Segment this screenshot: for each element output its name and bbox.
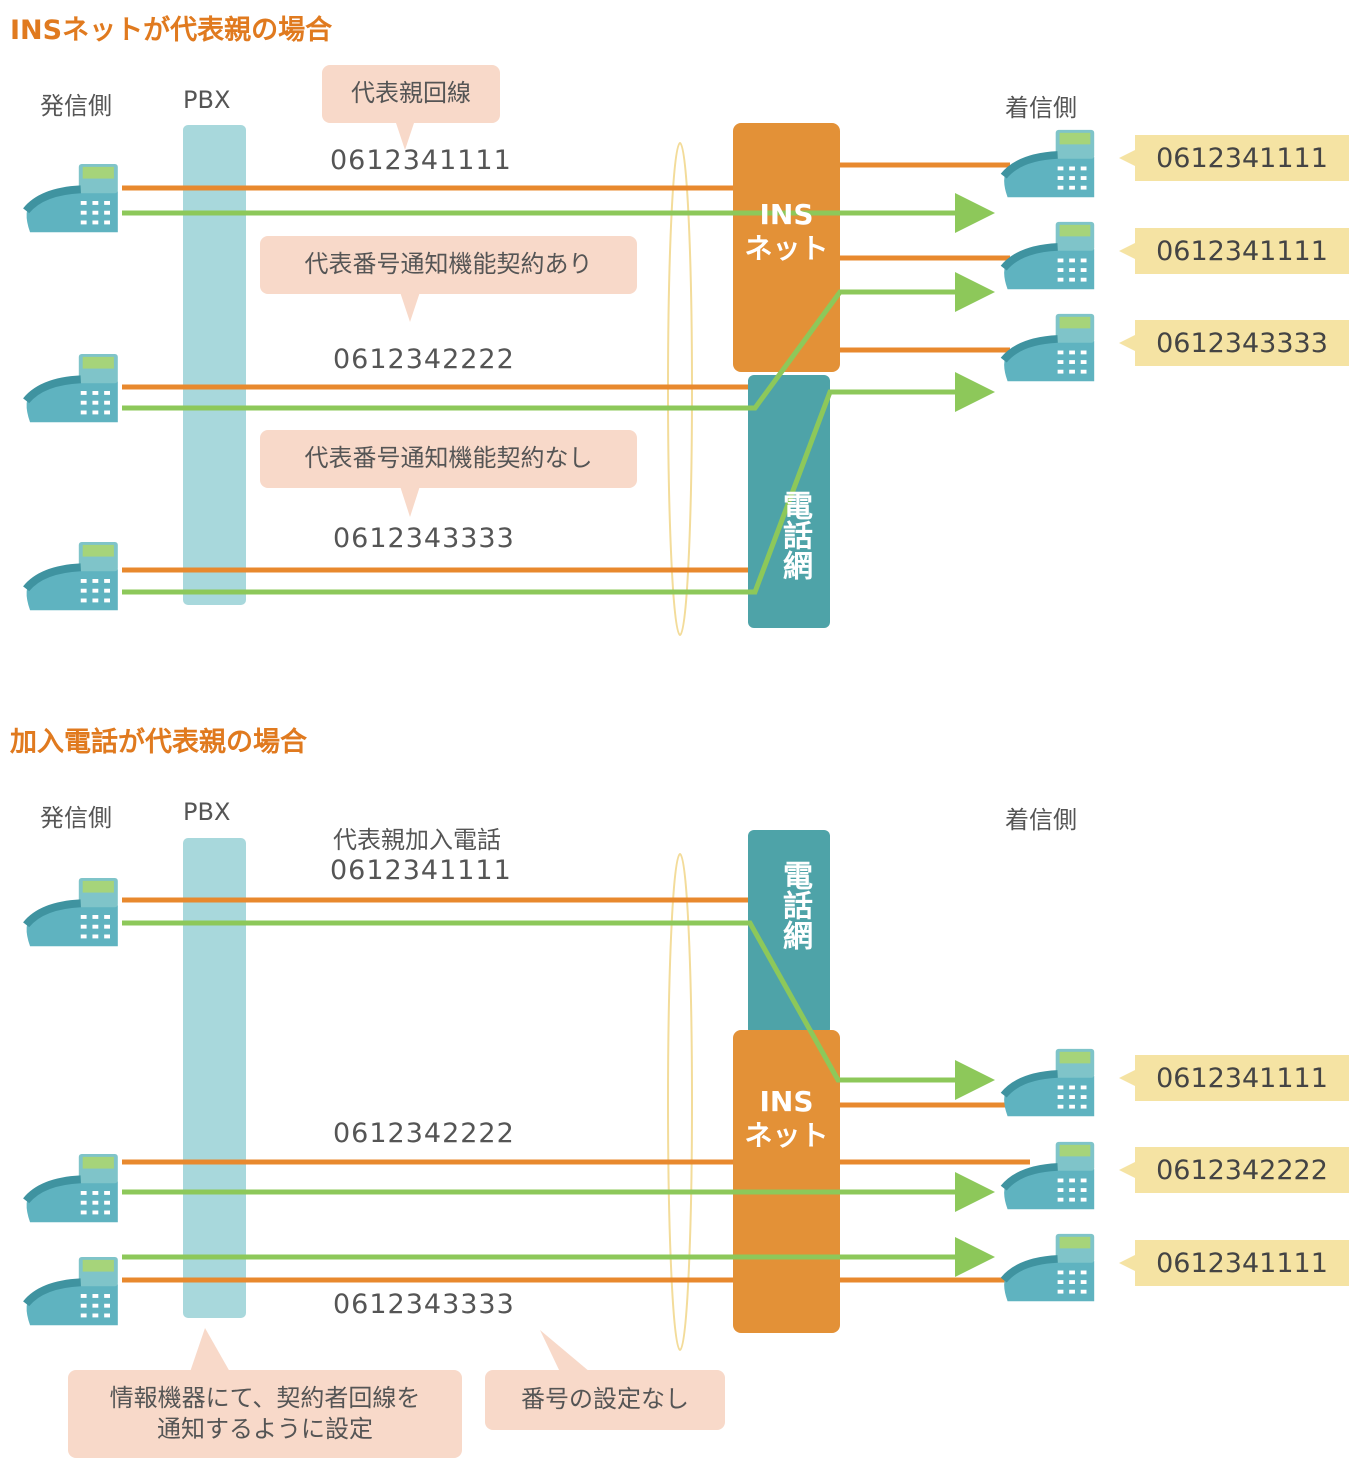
- line-number: 0612341111: [330, 855, 512, 886]
- ins-label: INS: [759, 1085, 814, 1118]
- callout-with-contract: 代表番号通知機能契約あり: [260, 236, 637, 294]
- line-number: 0612342222: [333, 344, 515, 375]
- ins-net-box: [733, 1030, 840, 1333]
- received-number-tag: 0612341111: [1119, 1240, 1349, 1286]
- pbx-bar: [183, 125, 246, 605]
- phone-icon: [26, 542, 118, 610]
- phone-icon: [26, 878, 118, 946]
- receiver-label: 着信側: [1005, 806, 1077, 834]
- received-number-tag: 0612341111: [1119, 135, 1349, 181]
- phone-icon: [1004, 1234, 1094, 1301]
- phone-network-label: 電話網: [777, 860, 812, 950]
- received-number-tag: 0612343333: [1119, 320, 1349, 366]
- line-number: 0612342222: [333, 1118, 515, 1149]
- phone-icon: [1004, 130, 1094, 197]
- phone-icon: [26, 354, 118, 422]
- received-number-tag: 0612341111: [1119, 1055, 1349, 1101]
- receiver-label: 着信側: [1005, 94, 1077, 122]
- phone-icon: [26, 1154, 118, 1222]
- phone-icon: [1004, 1142, 1094, 1209]
- received-number-tag: 0612341111: [1119, 228, 1349, 274]
- phone-icon: [1004, 314, 1094, 381]
- trunk-bundle-ellipse: [667, 853, 693, 1351]
- pbx-label: PBX: [183, 798, 231, 826]
- ins-label: INS: [759, 198, 814, 231]
- caller-label: 発信側: [40, 92, 112, 120]
- phone-icon: [26, 164, 118, 232]
- receiver-phones: [1004, 130, 1094, 1301]
- line-number: 0612341111: [330, 145, 512, 176]
- pbx-label: PBX: [183, 86, 231, 114]
- callout-pbx-setting: 情報機器にて、契約者回線を 通知するように設定: [68, 1370, 462, 1458]
- section-title: INSネットが代表親の場合: [10, 15, 333, 46]
- phone-icon: [1004, 222, 1094, 289]
- main-line-label: 代表親加入電話: [333, 826, 501, 854]
- phone-icon: [1004, 1049, 1094, 1116]
- phone-icon: [26, 1257, 118, 1325]
- received-number-tag: 0612342222: [1119, 1147, 1349, 1193]
- line-number: 0612343333: [333, 1289, 515, 1320]
- ins-label-2: ネット: [744, 1118, 829, 1152]
- line-number: 0612343333: [333, 523, 515, 554]
- phone-network-label: 電話網: [777, 490, 812, 580]
- callout-no-number: 番号の設定なし: [485, 1370, 725, 1430]
- section-title: 加入電話が代表親の場合: [10, 727, 307, 758]
- callout-main-line: 代表親回線: [322, 65, 500, 123]
- pbx-bar: [183, 838, 246, 1318]
- callout-without-contract: 代表番号通知機能契約なし: [260, 430, 637, 488]
- phone-network-box: [748, 830, 830, 1035]
- ins-label-2: ネット: [744, 231, 829, 265]
- ins-net-box: [733, 123, 840, 372]
- caller-label: 発信側: [40, 804, 112, 832]
